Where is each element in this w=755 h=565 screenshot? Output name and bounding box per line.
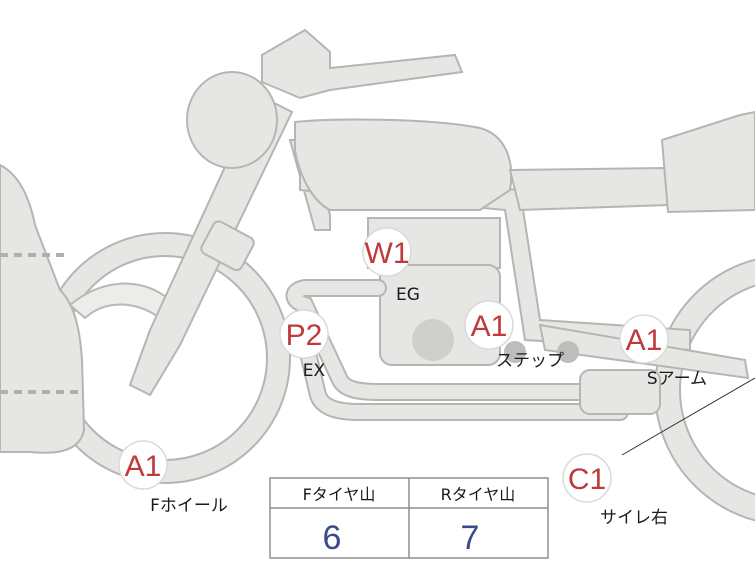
left-object xyxy=(0,163,86,454)
badge-front-wheel-code: A1 xyxy=(125,450,162,483)
table-header-front: Fタイヤ山 xyxy=(303,485,376,504)
badge-step: A1 ステップ xyxy=(464,300,564,371)
badge-swing-arm-circle xyxy=(619,314,669,364)
badge-silencer-code: C1 xyxy=(568,463,606,496)
badge-step-code: A1 xyxy=(471,310,508,343)
badge-front-wheel-label: Fホイール xyxy=(150,496,228,516)
badge-silencer-right: C1 サイレ右 xyxy=(562,453,668,528)
engine-cover xyxy=(412,319,454,361)
badge-exhaust-label: EX xyxy=(303,361,326,381)
badge-swing-arm-label: Sアーム xyxy=(647,369,707,389)
badge-swing-arm: A1 Sアーム xyxy=(619,314,707,389)
badge-step-label: ステップ xyxy=(496,351,564,371)
badge-silencer-circle xyxy=(562,453,612,503)
silencer-leader-line xyxy=(621,377,755,456)
seat-rear xyxy=(660,110,755,214)
badge-exhaust-circle xyxy=(279,309,329,359)
table-value-front: 6 xyxy=(323,519,342,557)
seat xyxy=(508,166,672,212)
handlebar xyxy=(261,28,464,100)
footstep-right xyxy=(557,341,579,363)
badge-front-wheel-circle xyxy=(118,440,168,490)
exhaust-pipe-lower-fill xyxy=(293,313,627,419)
table-header-rear: Rタイヤ山 xyxy=(441,485,516,504)
badge-swing-arm-code: A1 xyxy=(626,324,663,357)
muffler xyxy=(579,369,661,415)
badge-silencer-label: サイレ右 xyxy=(600,508,668,528)
badge-exhaust: P2 EX xyxy=(279,309,329,381)
motorcycle-illustration xyxy=(0,28,755,522)
footstep-left xyxy=(504,341,526,363)
badge-step-circle xyxy=(464,300,514,350)
badge-exhaust-code: P2 xyxy=(286,319,323,352)
tire-tread-table: Fタイヤ山 Rタイヤ山 6 7 xyxy=(269,477,549,559)
badge-front-wheel: A1 Fホイール xyxy=(118,440,228,516)
badge-engine: W1 EG xyxy=(362,227,420,305)
fuel-tank xyxy=(294,118,513,211)
rear-wheel-inner xyxy=(679,284,755,496)
fork-clamp xyxy=(200,220,255,272)
badge-engine-circle xyxy=(362,227,412,277)
badge-engine-label: EG xyxy=(396,285,420,305)
table-value-rear: 7 xyxy=(461,519,480,557)
headlight xyxy=(186,71,278,169)
badge-engine-code: W1 xyxy=(365,237,410,270)
